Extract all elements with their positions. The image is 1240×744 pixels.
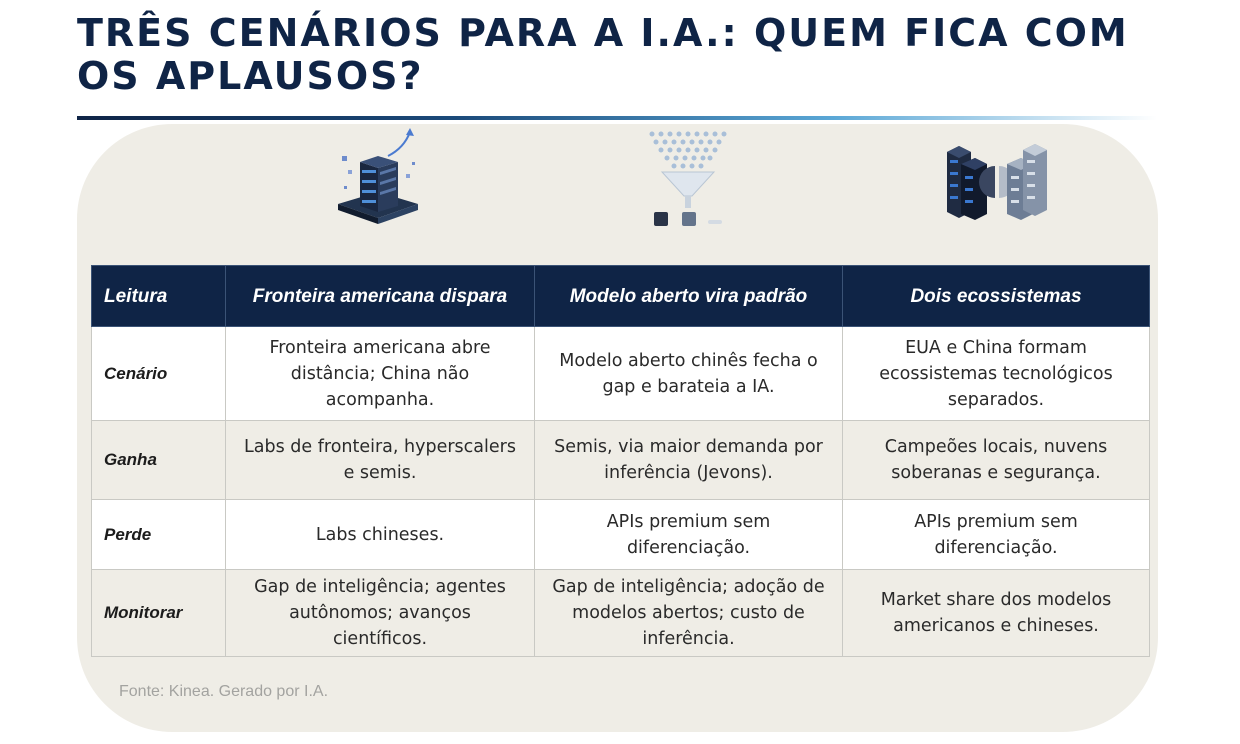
table-header-row: Leitura Fronteira americana dispara Mode…: [91, 265, 1150, 327]
row-label: Ganha: [91, 420, 226, 500]
table-cell: Modelo aberto chinês fecha o gap e barat…: [534, 326, 843, 421]
source-note: Fonte: Kinea. Gerado por I.A.: [119, 683, 329, 700]
table-cell: Semis, via maior demanda por inferência …: [534, 420, 843, 500]
row-label: Cenário: [91, 326, 226, 421]
table-cell: APIs premium sem diferenciação.: [842, 499, 1150, 570]
table-row: Monitorar Gap de inteligência; agentes a…: [91, 569, 1150, 657]
table-cell: Labs chineses.: [225, 499, 535, 570]
title-underline: [77, 116, 1157, 120]
table-cell: Fronteira americana abre distância; Chin…: [225, 326, 535, 421]
table-row: Perde Labs chineses. APIs premium sem di…: [91, 499, 1150, 570]
page-title: TRÊS CENÁRIOS PARA A I.A.: QUEM FICA COM…: [77, 11, 1129, 98]
table-cell: Market share dos modelos americanos e ch…: [842, 569, 1150, 657]
scenarios-table: Leitura Fronteira americana dispara Mode…: [91, 265, 1150, 657]
table-cell: Gap de inteligência; agentes autônomos; …: [225, 569, 535, 657]
table-cell: APIs premium sem diferenciação.: [534, 499, 843, 570]
header-fronteira-americana: Fronteira americana dispara: [225, 265, 535, 327]
table-cell: EUA e China formam ecossistemas tecnológ…: [842, 326, 1150, 421]
header-leitura: Leitura: [91, 265, 226, 327]
table-row: Cenário Fronteira americana abre distânc…: [91, 326, 1150, 421]
row-label: Monitorar: [91, 569, 226, 657]
server-tower-growth-icon: [318, 126, 438, 238]
two-server-ecosystems-icon: [937, 126, 1057, 238]
table-row: Ganha Labs de fronteira, hyperscalers e …: [91, 420, 1150, 500]
row-label: Perde: [91, 499, 226, 570]
data-funnel-icon: [628, 126, 748, 238]
table-cell: Campeões locais, nuvens soberanas e segu…: [842, 420, 1150, 500]
header-modelo-aberto: Modelo aberto vira padrão: [534, 265, 843, 327]
table-cell: Labs de fronteira, hyperscalers e semis.: [225, 420, 535, 500]
header-dois-ecossistemas: Dois ecossistemas: [842, 265, 1150, 327]
table-cell: Gap de inteligência; adoção de modelos a…: [534, 569, 843, 657]
